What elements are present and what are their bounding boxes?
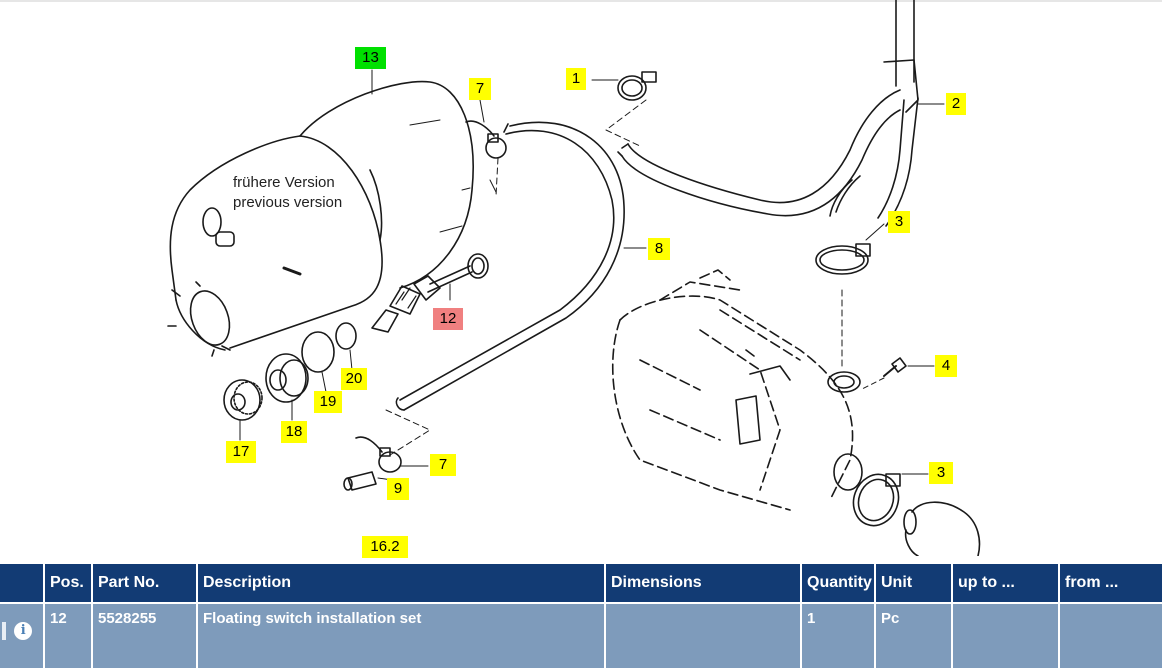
cell-up-to xyxy=(952,602,1060,668)
callout-8[interactable]: 8 xyxy=(648,238,670,260)
float-switch-part-12 xyxy=(371,253,489,333)
callout-20[interactable]: 20 xyxy=(341,368,367,390)
row-actions: i xyxy=(0,602,45,668)
info-icon[interactable]: i xyxy=(14,622,33,640)
callout-7-top[interactable]: 7 xyxy=(469,78,491,100)
screw-part-4 xyxy=(883,357,935,377)
exploded-parts-diagram: frühere Version previous version 13 7 1 … xyxy=(0,0,1162,558)
header-part-no[interactable]: Part No. xyxy=(92,564,198,603)
nut-part-18 xyxy=(265,353,309,421)
pipe-part-2 xyxy=(617,0,945,227)
header-description[interactable]: Description xyxy=(197,564,606,603)
callout-3-top[interactable]: 3 xyxy=(888,211,910,233)
clamp-part-3-top xyxy=(815,223,885,275)
version-note-line1: frühere Version xyxy=(233,174,335,191)
callout-19[interactable]: 19 xyxy=(314,391,342,413)
nozzle-part-9 xyxy=(343,471,393,491)
washer-part-17 xyxy=(223,379,263,441)
header-dimensions[interactable]: Dimensions xyxy=(605,564,802,603)
callout-12[interactable]: 12 xyxy=(433,308,463,330)
parts-table: Pos. Part No. Description Dimensions Qua… xyxy=(0,564,1162,668)
cell-from xyxy=(1059,602,1162,668)
hose-end xyxy=(903,501,981,557)
clamp-part-7-top xyxy=(465,99,507,159)
table-header-row: Pos. Part No. Description Dimensions Qua… xyxy=(0,564,1162,603)
seal-ring-part-19 xyxy=(301,331,335,373)
cell-dimensions xyxy=(605,602,802,668)
row-marker xyxy=(2,622,6,640)
cell-pos: 12 xyxy=(44,602,93,668)
header-from[interactable]: from ... xyxy=(1059,564,1162,603)
callout-13[interactable]: 13 xyxy=(355,47,386,69)
cell-unit: Pc xyxy=(875,602,953,668)
header-unit[interactable]: Unit xyxy=(875,564,953,603)
header-pos[interactable]: Pos. xyxy=(44,564,93,603)
table-row[interactable]: i 12 5528255 Floating switch installatio… xyxy=(0,602,1162,668)
cell-quantity: 1 xyxy=(801,602,876,668)
diagram-drawing xyxy=(0,0,1162,557)
version-note-line2: previous version xyxy=(233,194,343,211)
seal-ring-part-20 xyxy=(335,322,357,350)
callout-4[interactable]: 4 xyxy=(935,355,957,377)
header-quantity[interactable]: Quantity xyxy=(801,564,876,603)
callout-2[interactable]: 2 xyxy=(946,93,966,115)
header-select xyxy=(0,564,45,603)
pump-motor-details xyxy=(735,349,863,491)
hose-part-8 xyxy=(395,121,647,411)
clamp-part-3-bottom xyxy=(852,473,929,527)
cell-part-no: 5528255 xyxy=(92,602,198,668)
callout-7-bottom[interactable]: 7 xyxy=(430,454,456,476)
tank-part-13 xyxy=(167,69,497,357)
callout-1[interactable]: 1 xyxy=(566,68,586,90)
clamp-part-7-bottom xyxy=(355,436,429,473)
header-up-to[interactable]: up to ... xyxy=(952,564,1060,603)
pump-housing xyxy=(612,269,854,511)
callout-3-bottom[interactable]: 3 xyxy=(929,462,953,484)
callout-18[interactable]: 18 xyxy=(281,421,307,443)
callout-17[interactable]: 17 xyxy=(226,441,256,463)
callout-16-2[interactable]: 16.2 xyxy=(362,536,408,558)
cell-description: Floating switch installation set xyxy=(197,602,606,668)
callout-9[interactable]: 9 xyxy=(387,478,409,500)
clamp-part-1 xyxy=(591,71,657,101)
